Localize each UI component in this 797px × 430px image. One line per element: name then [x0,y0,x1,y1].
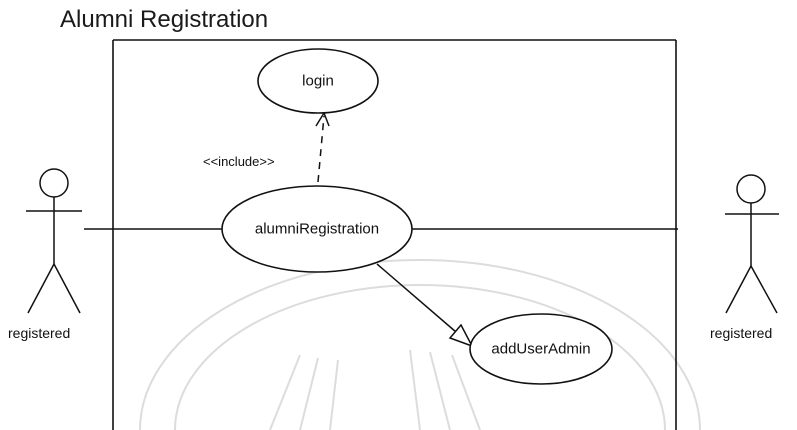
include-dependency [315,111,330,183]
background-watermark [139,259,701,430]
use-case-login-label: login [302,72,334,90]
use-case-add-user-admin-label: addUserAdmin [491,340,591,358]
diagram-title: Alumni Registration [60,6,269,33]
use-case-add-user-admin[interactable] [469,313,613,385]
actor-right-icon[interactable] [725,174,779,314]
generalization-arrow [376,263,474,348]
use-case-alumni-registration-label: alumniRegistration [254,220,380,238]
include-stereotype-label: <<include>> [203,154,275,169]
actor-right-label: registered [710,325,773,341]
use-case-alumni-registration[interactable] [221,185,413,273]
actor-left-icon[interactable] [26,168,82,314]
system-boundary [112,39,677,430]
actor-left-label: registered [8,325,71,341]
use-case-login[interactable] [257,48,379,114]
